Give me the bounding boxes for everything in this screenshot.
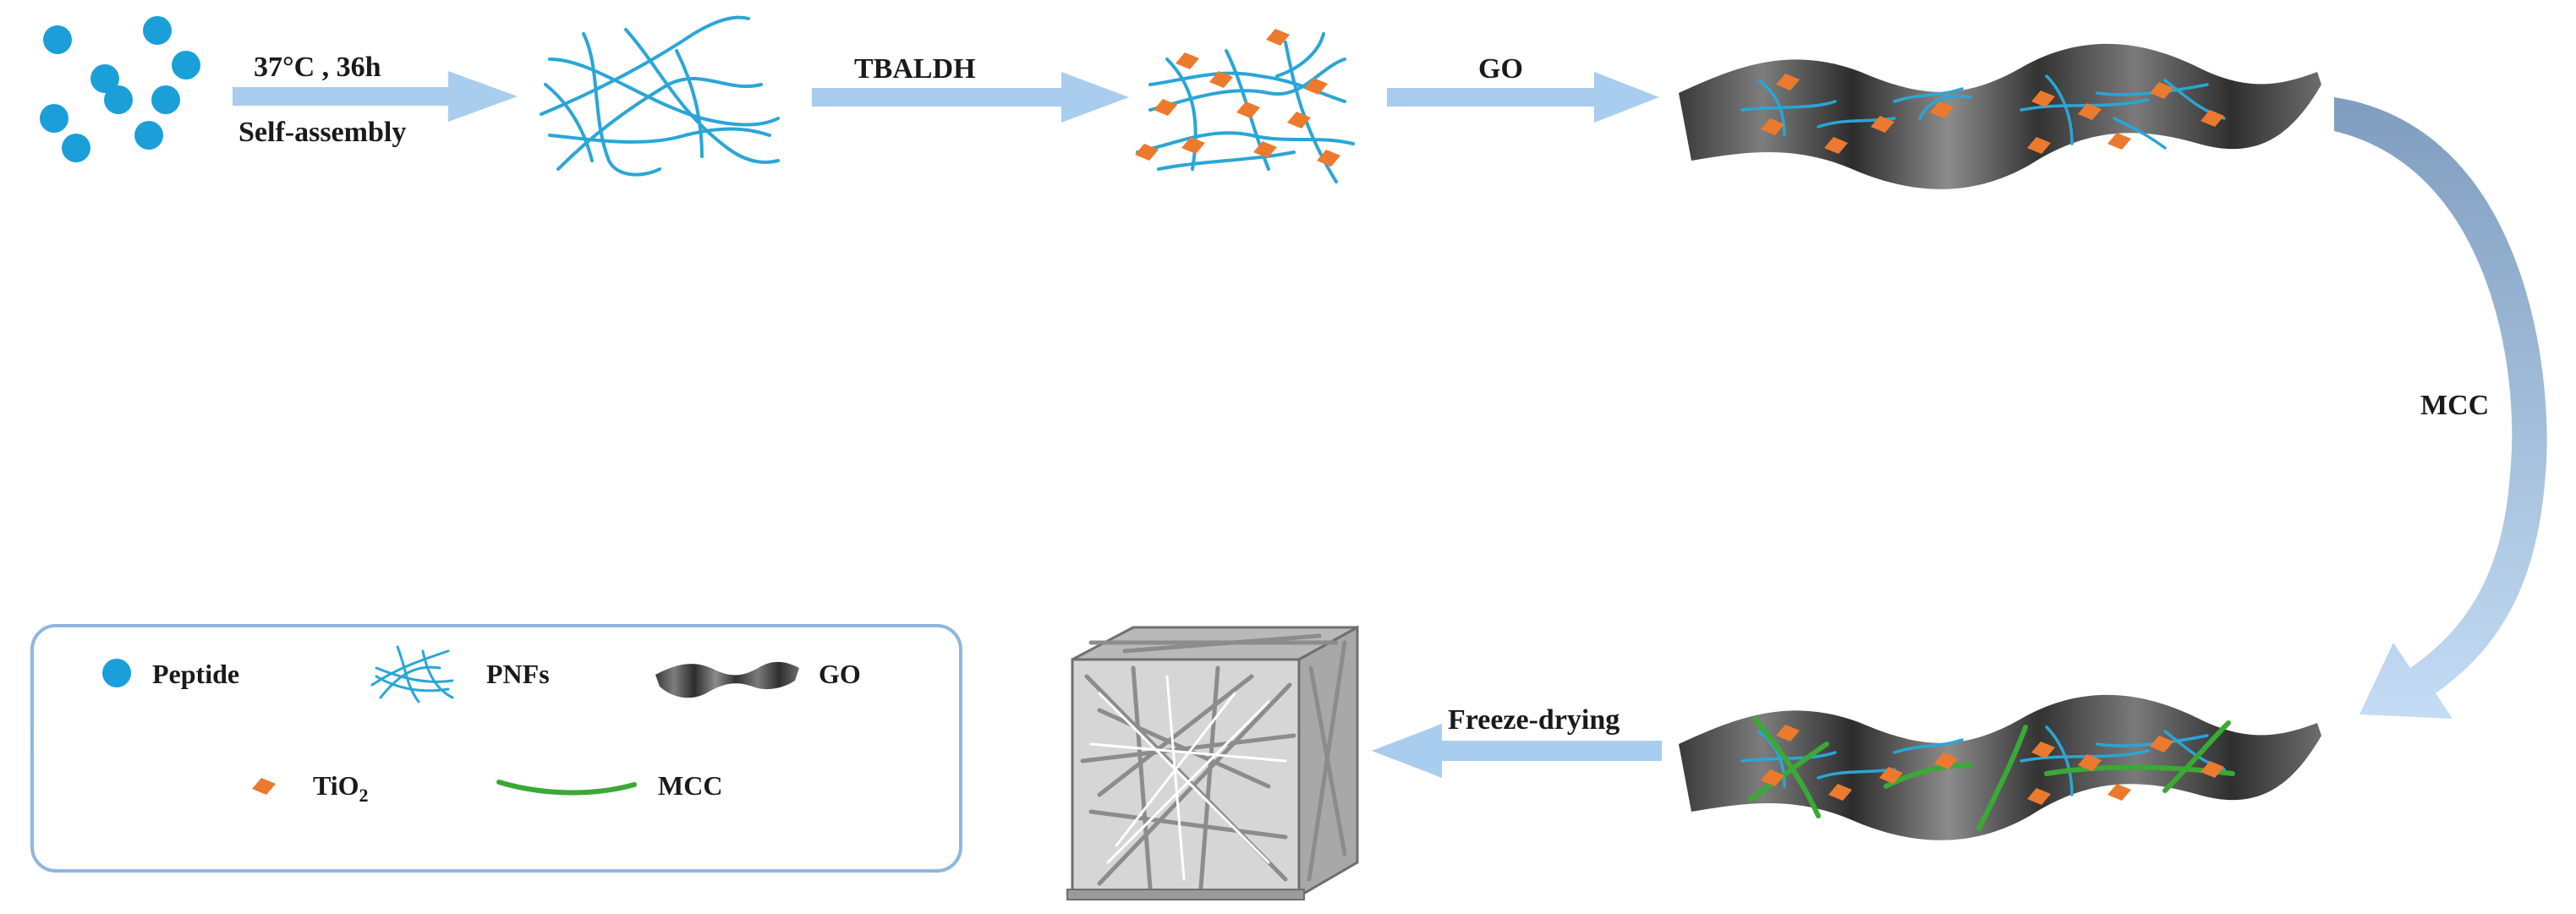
arrow-tbaldh <box>812 72 1129 123</box>
step-label-tbaldh: TBALDH <box>854 53 976 85</box>
legend-mcc-label: MCC <box>658 770 722 801</box>
arrow-go <box>1387 72 1659 123</box>
legend-peptide-label: Peptide <box>152 659 239 689</box>
arrow-self-assembly <box>233 71 518 122</box>
legend-box: Peptide PNFs GO TiO2 MCC <box>30 624 962 873</box>
legend-pnfs-label: PNFs <box>486 659 550 689</box>
legend-tio2-main: TiO <box>313 770 359 801</box>
go-sheet-pnfs-tio2 <box>1679 43 2321 189</box>
step-label-mcc: MCC <box>2420 390 2489 421</box>
legend-mcc-icon <box>496 780 637 796</box>
arrow-mcc-curved <box>2334 97 2547 719</box>
step-label-go: GO <box>1478 53 1523 85</box>
go-sheet-pnfs-tio2-mcc <box>1679 694 2321 840</box>
legend-tio2-label: TiO2 <box>313 770 369 806</box>
legend-pnfs-icon <box>370 645 454 703</box>
step-label-self-assembly: Self-assembly <box>238 117 406 148</box>
legend-peptide-icon <box>102 659 131 687</box>
legend-go-icon <box>655 661 799 698</box>
pnfs-network <box>540 15 780 177</box>
peptide-cluster <box>40 16 200 162</box>
legend-tio2-subscript: 2 <box>359 785 369 806</box>
aerogel-cube <box>1066 625 1359 900</box>
arrow-freeze-drying <box>1372 724 1662 778</box>
pnfs-tio2-network <box>1135 29 1355 183</box>
legend-go-label: GO <box>819 659 861 689</box>
step-label-conditions: 37°C , 36h <box>254 52 381 83</box>
step-label-freeze-drying: Freeze-drying <box>1448 704 1620 736</box>
